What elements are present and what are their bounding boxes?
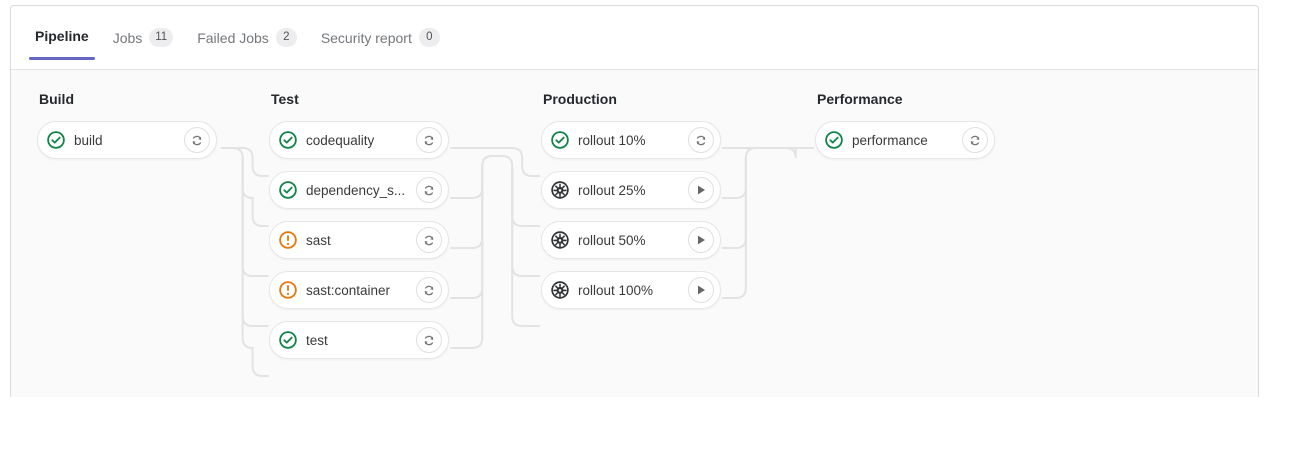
tab-label: Jobs xyxy=(112,29,143,46)
stage-test: Test codequality dependency_s...sast sast:c… xyxy=(269,70,449,371)
status-success-icon xyxy=(279,181,297,199)
job-pill[interactable]: performance xyxy=(815,121,995,159)
retry-icon[interactable] xyxy=(416,327,442,353)
job-name: sast xyxy=(306,232,331,248)
job-pill[interactable]: codequality xyxy=(269,121,449,159)
tab-badge: 2 xyxy=(275,28,297,47)
status-warning-icon xyxy=(279,281,297,299)
tab-badge: 0 xyxy=(418,28,440,47)
tab-pipeline[interactable]: Pipeline xyxy=(23,28,101,60)
tab-label: Failed Jobs xyxy=(197,29,269,46)
pipeline-tabs: Pipeline Jobs 11 Failed Jobs 2 Security repor… xyxy=(11,6,1258,70)
retry-icon[interactable] xyxy=(416,227,442,253)
tab-security-report[interactable]: Security report 0 xyxy=(309,28,452,63)
job-name: dependency_s... xyxy=(306,182,406,198)
job-name: codequality xyxy=(306,132,375,148)
tab-label: Security report xyxy=(320,29,412,46)
status-success-icon xyxy=(279,131,297,149)
stage-title: Build xyxy=(39,91,74,107)
status-manual-icon xyxy=(551,181,569,199)
job-pill[interactable]: sast:container xyxy=(269,271,449,309)
stage-build: Build build xyxy=(37,70,217,171)
stage-performance: Performance performance xyxy=(815,70,995,171)
job-pill[interactable]: sast xyxy=(269,221,449,259)
status-manual-icon xyxy=(551,231,569,249)
stage-job-list: codequality dependency_s...sast sast:conta… xyxy=(269,121,449,359)
stage-title: Production xyxy=(543,91,617,107)
status-success-icon xyxy=(47,131,65,149)
status-success-icon xyxy=(551,131,569,149)
job-name: rollout 100% xyxy=(578,282,654,298)
tab-label: Pipeline xyxy=(35,28,89,44)
stage-title: Test xyxy=(271,91,299,107)
job-name: build xyxy=(74,132,103,148)
stage-title: Performance xyxy=(817,91,903,107)
pipeline-panel: Pipeline Jobs 11 Failed Jobs 2 Security repor… xyxy=(10,5,1259,397)
stage-job-list: build xyxy=(37,121,217,159)
status-success-icon xyxy=(825,131,843,149)
tab-badge: 11 xyxy=(149,28,174,47)
job-pill[interactable]: rollout 25% xyxy=(541,171,721,209)
job-pill[interactable]: dependency_s... xyxy=(269,171,449,209)
job-name: rollout 10% xyxy=(578,132,646,148)
status-warning-icon xyxy=(279,231,297,249)
job-name: rollout 50% xyxy=(578,232,646,248)
job-pill[interactable]: rollout 50% xyxy=(541,221,721,259)
retry-icon[interactable] xyxy=(688,127,714,153)
job-pill[interactable]: build xyxy=(37,121,217,159)
job-pill[interactable]: rollout 100% xyxy=(541,271,721,309)
play-icon[interactable] xyxy=(688,177,714,203)
retry-icon[interactable] xyxy=(416,277,442,303)
play-icon[interactable] xyxy=(688,227,714,253)
tab-failed-jobs[interactable]: Failed Jobs 2 xyxy=(185,28,309,63)
stage-job-list: performance xyxy=(815,121,995,159)
stage-job-list: rollout 10% rollout 25% rollout 50% rollout… xyxy=(541,121,721,309)
play-icon[interactable] xyxy=(688,277,714,303)
retry-icon[interactable] xyxy=(184,127,210,153)
tab-jobs[interactable]: Jobs 11 xyxy=(101,28,186,63)
status-success-icon xyxy=(279,331,297,349)
job-pill[interactable]: rollout 10% xyxy=(541,121,721,159)
retry-icon[interactable] xyxy=(416,177,442,203)
status-manual-icon xyxy=(551,281,569,299)
job-pill[interactable]: test xyxy=(269,321,449,359)
retry-icon[interactable] xyxy=(962,127,988,153)
job-name: rollout 25% xyxy=(578,182,646,198)
job-name: test xyxy=(306,332,328,348)
job-name: sast:container xyxy=(306,282,391,298)
retry-icon[interactable] xyxy=(416,127,442,153)
pipeline-graph: Build build Test codequality dependency_s...… xyxy=(11,70,1258,397)
job-name: performance xyxy=(852,132,928,148)
